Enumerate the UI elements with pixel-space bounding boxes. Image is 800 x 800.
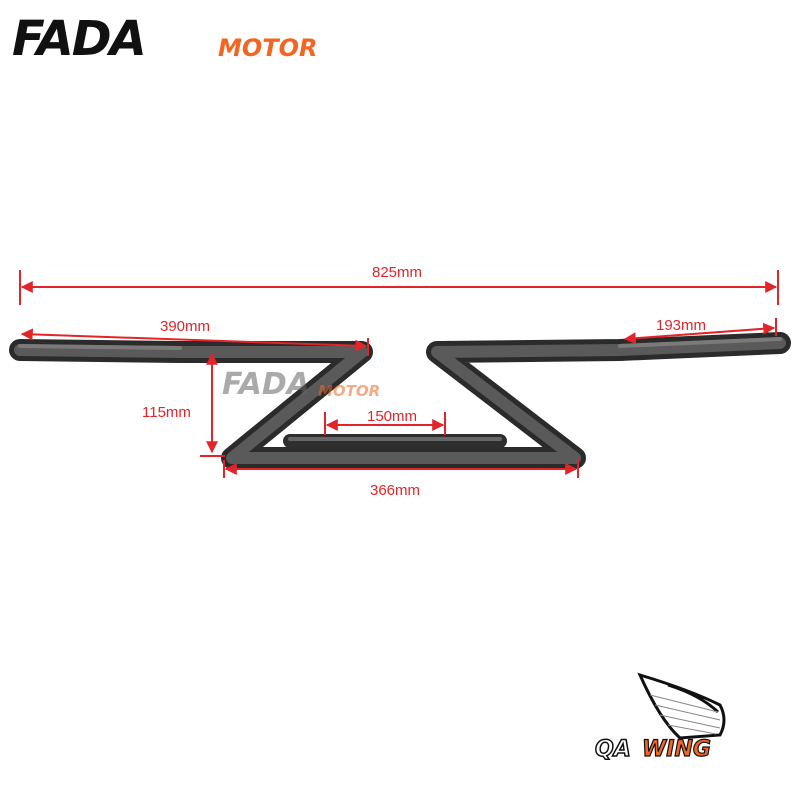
dim-overall-width: 825mm: [372, 264, 422, 281]
dim-left-half: 390mm: [160, 318, 210, 335]
watermark-logo: FADA MOTOR: [222, 367, 380, 402]
wing-icon: [637, 672, 726, 740]
handlebar: [9, 332, 791, 469]
dimension-lines: [19, 270, 779, 478]
svg-text:FADA: FADA: [222, 367, 310, 402]
brand-suffix: MOTOR: [218, 34, 318, 62]
svg-text:WING: WING: [642, 737, 711, 762]
dim-grip-length: 193mm: [656, 317, 706, 334]
svg-text:MOTOR: MOTOR: [318, 382, 380, 400]
dim-center-width: 150mm: [367, 408, 417, 425]
brand-name: FADA: [12, 11, 145, 67]
dim-bottom-width: 366mm: [370, 482, 420, 499]
svg-text:QA: QA: [595, 737, 631, 762]
dim-rise: 115mm: [142, 404, 191, 421]
qawing-logo: QA WING: [594, 672, 726, 763]
brand-logo: FADA MOTOR: [12, 11, 318, 67]
